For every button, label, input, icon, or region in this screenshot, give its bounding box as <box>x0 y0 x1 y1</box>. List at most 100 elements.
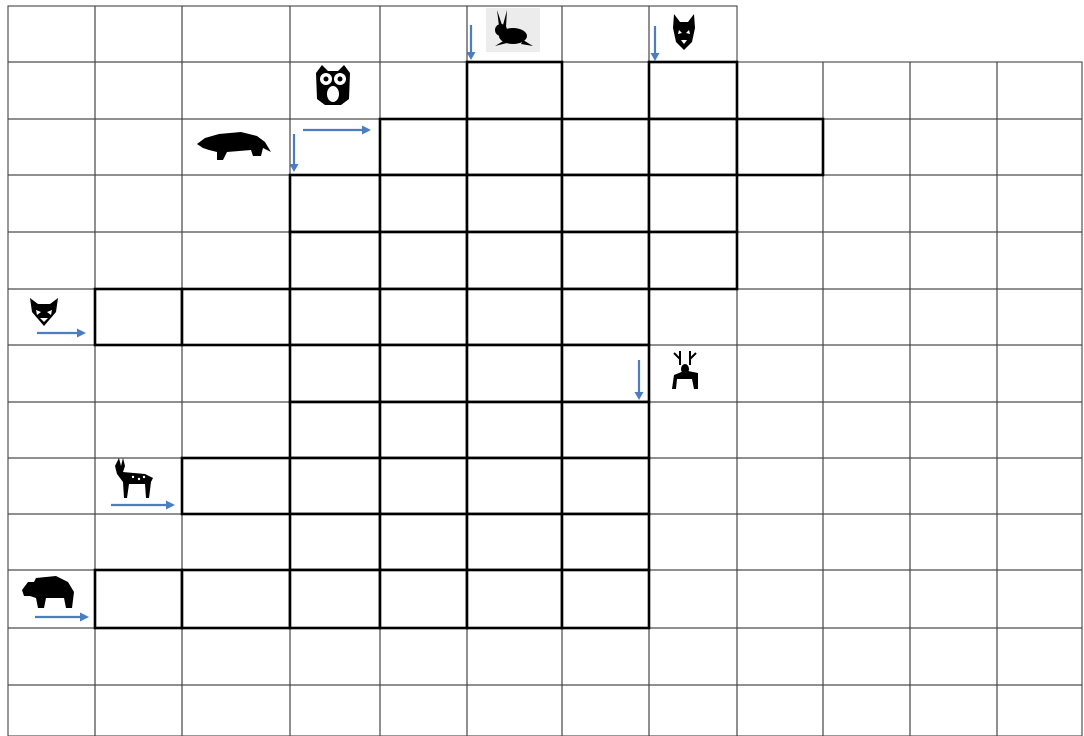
right-arrow-head <box>166 501 175 510</box>
grid-cell <box>95 6 182 62</box>
grid-cell <box>182 62 290 119</box>
answer-cell[interactable] <box>380 175 467 232</box>
grid-cell <box>95 514 182 570</box>
grid-cell <box>95 175 182 232</box>
answer-cell[interactable] <box>649 232 737 289</box>
answer-cell[interactable] <box>380 570 467 628</box>
answer-cell[interactable] <box>649 175 737 232</box>
grid-cell <box>910 628 997 685</box>
grid-cell <box>182 514 290 570</box>
grid-cell <box>997 628 1082 685</box>
answer-cell[interactable] <box>290 570 380 628</box>
answer-cell[interactable] <box>562 232 649 289</box>
grid-cell <box>997 289 1082 345</box>
grid-cell <box>182 685 290 736</box>
answer-cell[interactable] <box>467 119 562 175</box>
answer-cell[interactable] <box>290 402 380 458</box>
grid-cell <box>997 514 1082 570</box>
answer-cell[interactable] <box>290 175 380 232</box>
answer-cell[interactable] <box>380 345 467 402</box>
down-arrow-head <box>467 52 476 60</box>
answer-cell[interactable] <box>562 402 649 458</box>
grid-cell <box>182 402 290 458</box>
grid-cell <box>8 458 95 514</box>
answer-cell[interactable] <box>290 289 380 345</box>
grid-cell <box>8 232 95 289</box>
grid-cell <box>649 402 737 458</box>
grid-cell <box>823 175 910 232</box>
down-arrow-head <box>651 53 660 61</box>
grid-cell <box>562 628 649 685</box>
answer-cell[interactable] <box>562 514 649 570</box>
grid-cell <box>467 685 562 736</box>
right-arrow-head <box>80 613 89 622</box>
answer-cell[interactable] <box>467 570 562 628</box>
grid-cell <box>910 402 997 458</box>
grid-cell <box>737 402 823 458</box>
fawn-icon <box>115 458 153 498</box>
grid-cell <box>182 345 290 402</box>
grid-cell <box>737 62 823 119</box>
answer-cell[interactable] <box>95 289 182 345</box>
grid-cell <box>8 175 95 232</box>
grid-cell <box>997 570 1082 628</box>
answer-cell[interactable] <box>95 570 182 628</box>
answer-cell[interactable] <box>182 570 290 628</box>
grid-cell <box>8 119 95 175</box>
hare-icon <box>486 8 540 52</box>
answer-cell[interactable] <box>182 289 290 345</box>
grid-cell <box>467 628 562 685</box>
answer-cell[interactable] <box>562 570 649 628</box>
answer-cell[interactable] <box>562 458 649 514</box>
grid-cell <box>737 175 823 232</box>
grid-cell <box>910 119 997 175</box>
boar-icon <box>197 132 271 160</box>
answer-cell[interactable] <box>290 458 380 514</box>
answer-cell[interactable] <box>290 514 380 570</box>
grid-cell <box>182 175 290 232</box>
grid-cell <box>737 570 823 628</box>
grid-cell <box>380 6 467 62</box>
answer-cell[interactable] <box>467 345 562 402</box>
grid-cell <box>95 345 182 402</box>
answer-cell[interactable] <box>467 232 562 289</box>
answer-cell[interactable] <box>380 119 467 175</box>
answer-cell[interactable] <box>467 514 562 570</box>
answer-cell[interactable] <box>467 402 562 458</box>
grid-cell <box>997 402 1082 458</box>
answer-cell[interactable] <box>467 62 562 119</box>
grid-cell <box>823 232 910 289</box>
answer-cell[interactable] <box>562 175 649 232</box>
grid-cell <box>290 685 380 736</box>
grid-cell <box>737 628 823 685</box>
answer-cell[interactable] <box>467 289 562 345</box>
grid-cell <box>8 628 95 685</box>
owl-icon <box>316 65 350 105</box>
answer-cell[interactable] <box>562 289 649 345</box>
answer-cell[interactable] <box>182 458 290 514</box>
answer-cell[interactable] <box>467 458 562 514</box>
answer-cell[interactable] <box>290 345 380 402</box>
grid-cell <box>95 232 182 289</box>
grid-cell <box>997 62 1082 119</box>
answer-cell[interactable] <box>380 402 467 458</box>
answer-cell[interactable] <box>380 232 467 289</box>
answer-cell[interactable] <box>380 458 467 514</box>
answer-cell[interactable] <box>562 119 649 175</box>
grid-cell <box>8 514 95 570</box>
answer-cell[interactable] <box>649 62 737 119</box>
grid-cell <box>182 232 290 289</box>
answer-cell[interactable] <box>380 289 467 345</box>
answer-cell[interactable] <box>737 119 823 175</box>
grid-cell <box>823 402 910 458</box>
grid-cell <box>95 62 182 119</box>
grid-cell <box>380 685 467 736</box>
answer-cell[interactable] <box>467 175 562 232</box>
answer-cell[interactable] <box>290 232 380 289</box>
grid-cell <box>997 232 1082 289</box>
grid-cell <box>95 628 182 685</box>
grid-cell <box>95 119 182 175</box>
answer-cell[interactable] <box>649 119 737 175</box>
answer-cell[interactable] <box>380 514 467 570</box>
